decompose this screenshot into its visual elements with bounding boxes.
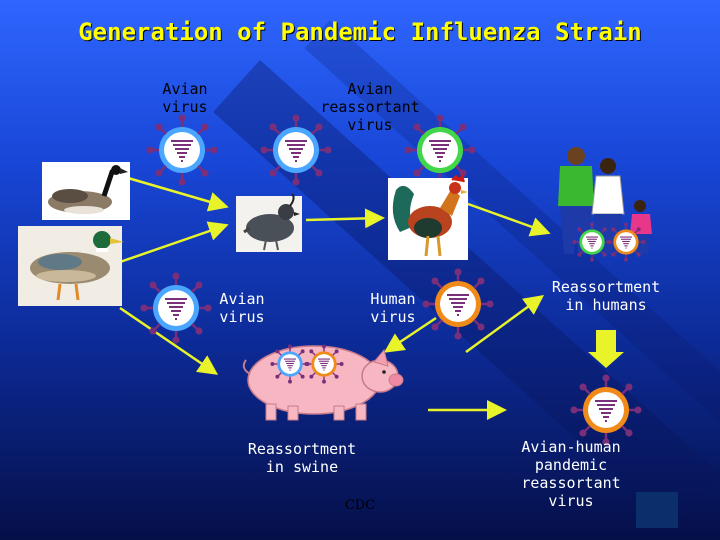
arrow-duck-to-quail — [120, 226, 224, 262]
virus-icon — [142, 274, 211, 343]
quail-icon — [236, 194, 302, 252]
virus-icon — [424, 270, 493, 339]
family-icon — [548, 146, 672, 264]
label-human-virus: Human virus — [356, 290, 430, 326]
virus-icon — [607, 223, 645, 261]
virus-icon — [573, 223, 611, 261]
goose-icon — [42, 162, 130, 220]
arrow-goose-to-quail — [128, 178, 224, 206]
label-avian-reassortant-virus: Avian reassortant virus — [310, 80, 430, 134]
corner-block — [636, 492, 678, 528]
arrow-quail-to-rooster — [306, 218, 380, 220]
label-pandemic-reassortant-virus: Avian-human pandemic reassortant virus — [506, 438, 636, 510]
virus-icon — [305, 345, 343, 383]
virus-icon — [148, 116, 217, 185]
label-reassortment-in-humans: Reassortment in humans — [536, 278, 676, 314]
virus-icon — [271, 345, 309, 383]
arrow-rooster-to-humans — [468, 204, 546, 232]
rooster-icon — [388, 176, 468, 260]
mallard-duck-icon — [18, 226, 124, 306]
virus-icon — [572, 376, 641, 445]
label-reassortment-in-swine: Reassortment in swine — [232, 440, 372, 476]
down-arrow-icon — [588, 330, 624, 368]
label-avian-virus-middle: Avian virus — [210, 290, 274, 326]
source-credit: CDC — [330, 498, 390, 513]
label-avian-virus-top: Avian virus — [150, 80, 220, 116]
